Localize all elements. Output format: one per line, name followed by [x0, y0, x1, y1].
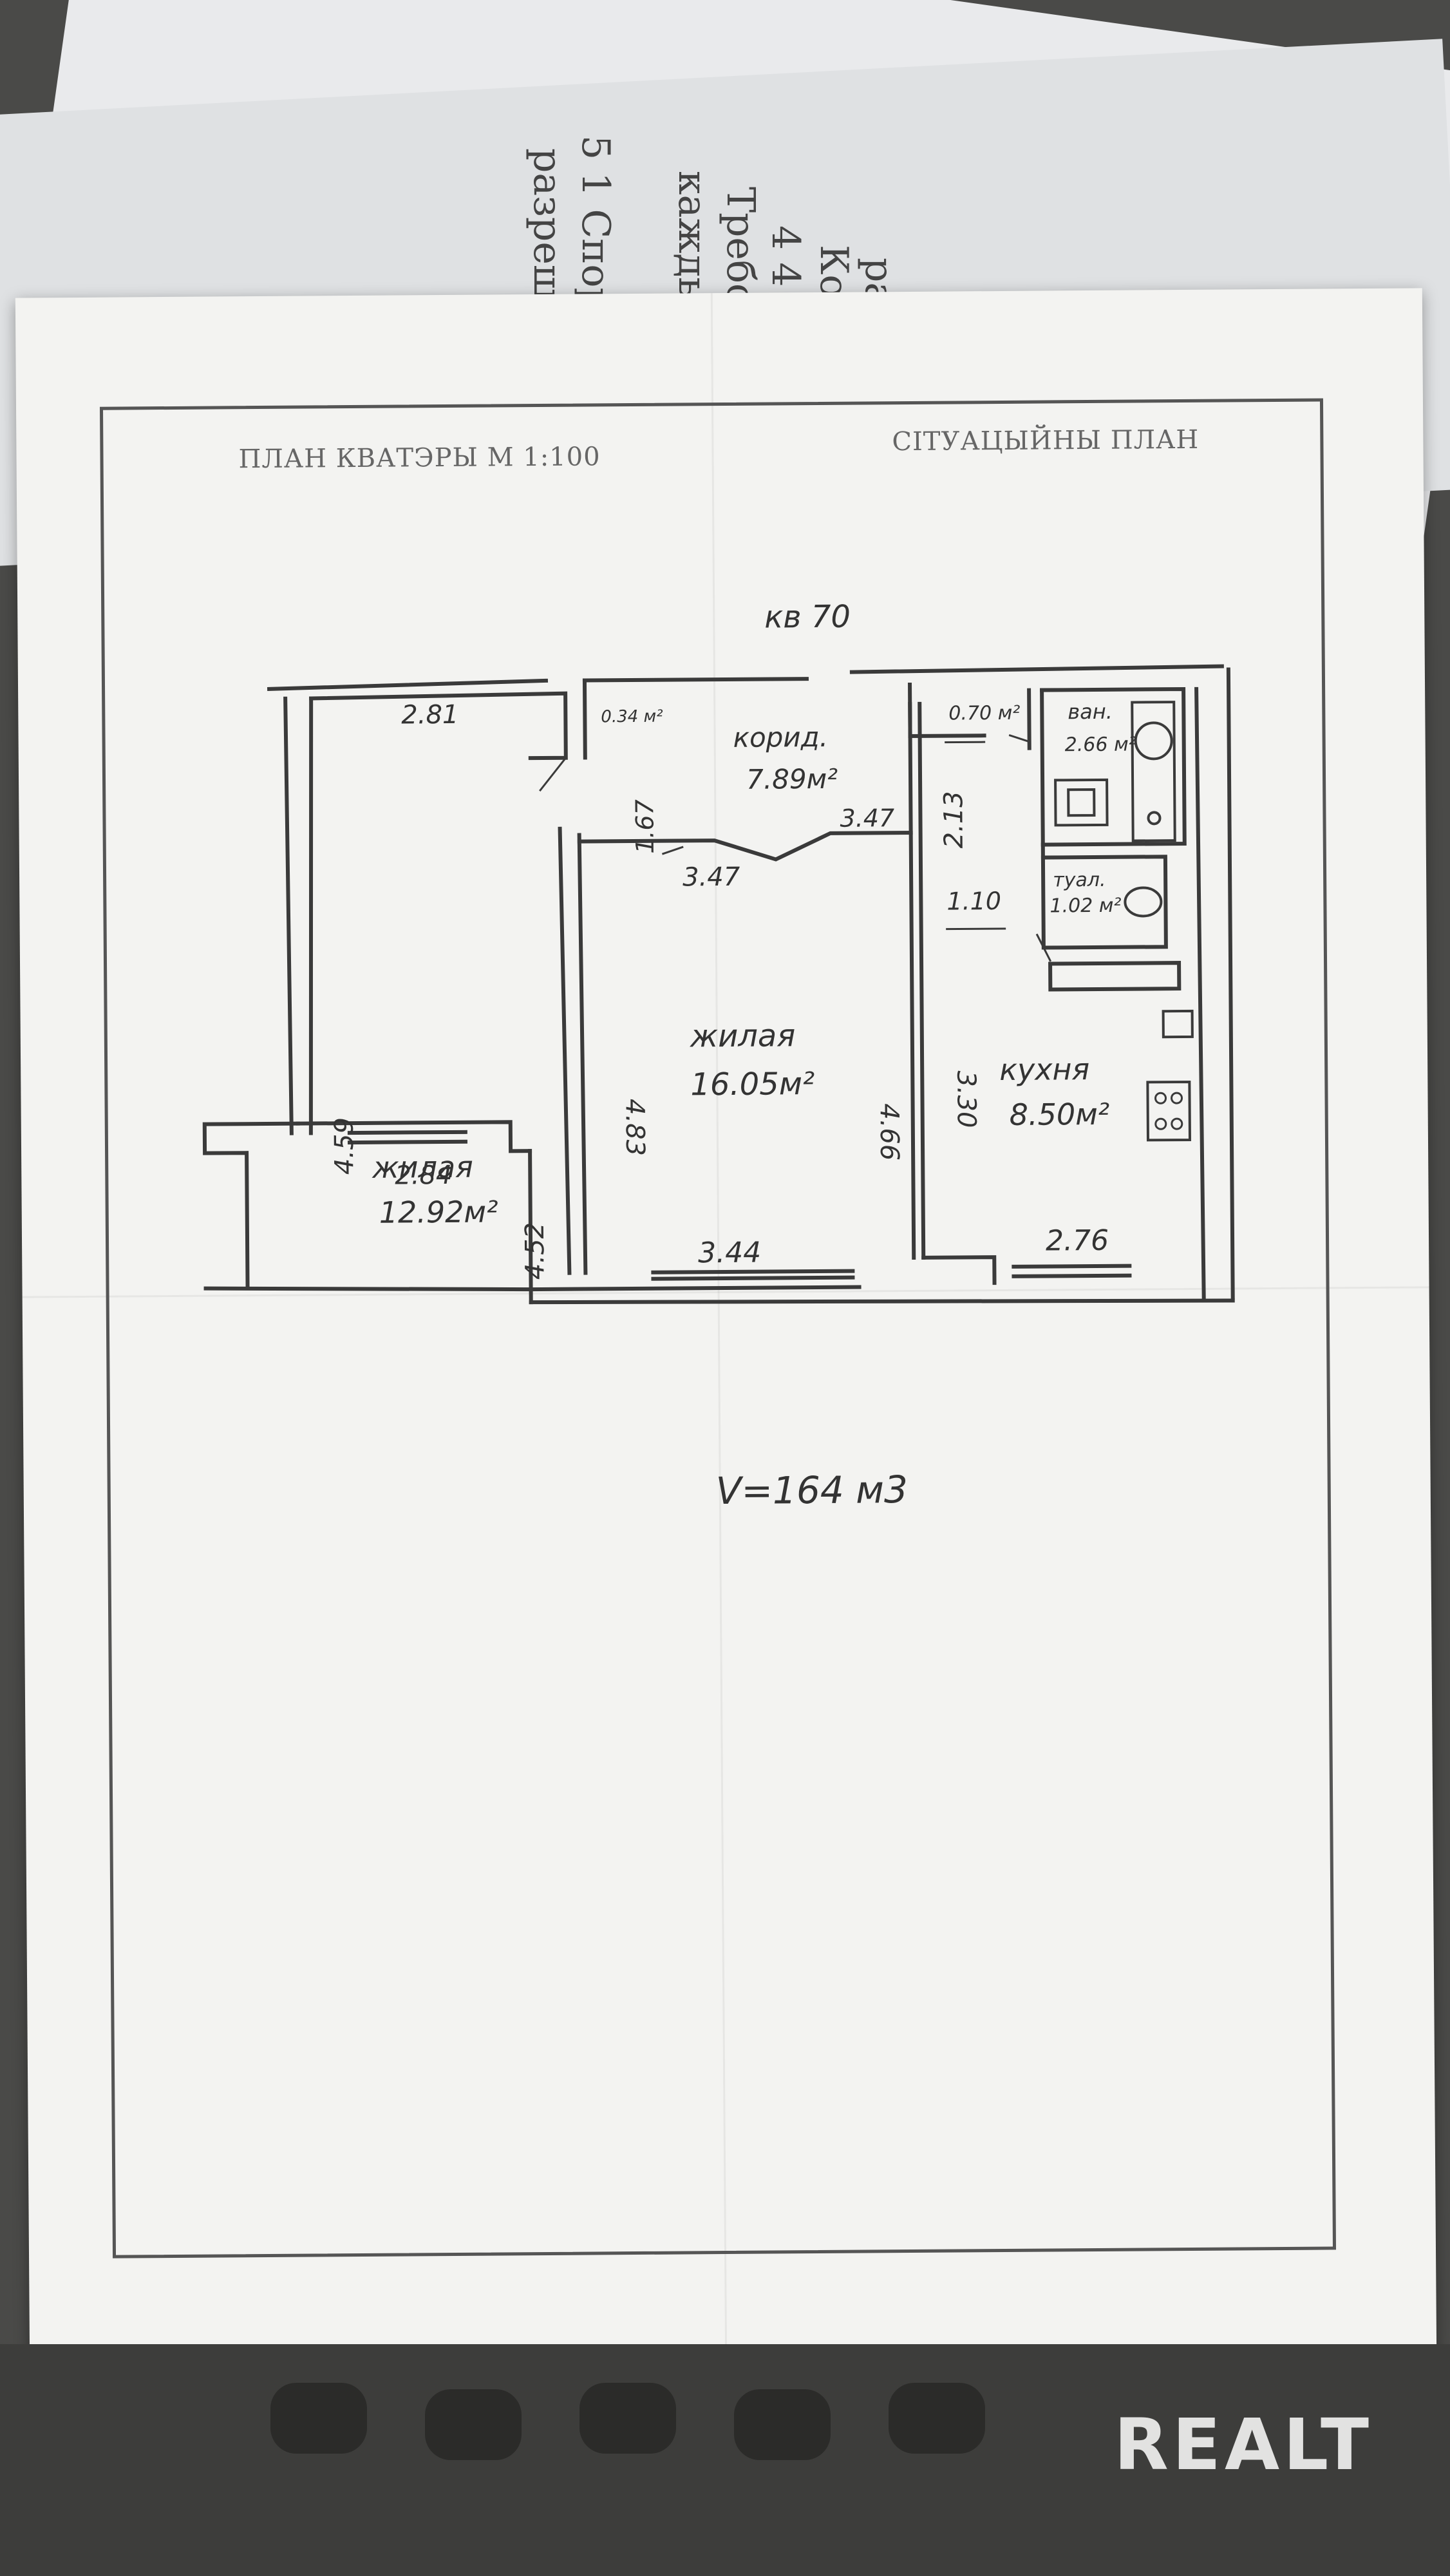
living-left-name: жилая	[372, 1150, 473, 1185]
toilet-name: туал.	[1053, 869, 1106, 892]
living-center-area: 16.05м²	[690, 1066, 814, 1103]
punch-hole	[734, 2389, 831, 2460]
storage-area: 0.70 м²	[948, 702, 1020, 725]
dim-2-84: 2.84	[395, 1160, 452, 1191]
punch-hole	[889, 2383, 985, 2454]
kitchen-area: 8.50м²	[1010, 1097, 1110, 1132]
punch-hole	[270, 2383, 367, 2454]
dim-4-83: 4.83	[620, 1099, 650, 1156]
floor-plan-document: ПЛАН КВАТЭРЫ М 1:100 СІТУАЦЫЙНЫ ПЛАН	[15, 288, 1437, 2369]
kitchen-name: кухня	[999, 1052, 1089, 1087]
corridor-area: 7.89м²	[746, 763, 838, 795]
corridor-name: корид.	[733, 721, 828, 753]
dim-4-66: 4.66	[874, 1103, 905, 1160]
dim-1-67: 1.67	[630, 799, 659, 854]
living-center-name: жилая	[690, 1018, 796, 1054]
toilet-area: 1.02 м²	[1050, 895, 1121, 918]
punch-hole	[425, 2389, 522, 2460]
dim-2-13: 2.13	[939, 791, 969, 848]
volume-note: V=164 м3	[716, 1468, 909, 1513]
dim-4-59: 4.59	[330, 1117, 360, 1175]
bath-name: ван.	[1068, 699, 1113, 724]
dim-4-52: 4.52	[520, 1222, 551, 1280]
dim-3-47: 3.47	[683, 862, 740, 893]
punch-hole	[579, 2383, 676, 2454]
dim-2-81: 2.81	[401, 700, 458, 730]
living-left-area: 12.92м²	[379, 1194, 498, 1229]
bath-area: 2.66 м²	[1065, 734, 1136, 757]
dim-3-30: 3.30	[951, 1070, 981, 1128]
apartment-floor-plan: кв 70 2.84 2.81 4.59 4.52 жилая 12.92м² …	[202, 599, 1235, 1513]
sheet-protector-edge	[0, 2344, 1450, 2576]
closet-area: 0.34 м²	[601, 707, 663, 727]
dim-3-44: 3.44	[698, 1236, 761, 1270]
dim-1-10: 1.10	[946, 887, 1001, 916]
realt-watermark: REALT	[1114, 2403, 1373, 2486]
dim-3-47-b: 3.47	[840, 804, 894, 833]
dim-2-76: 2.76	[1046, 1224, 1109, 1258]
apartment-number: кв 70	[764, 599, 851, 636]
